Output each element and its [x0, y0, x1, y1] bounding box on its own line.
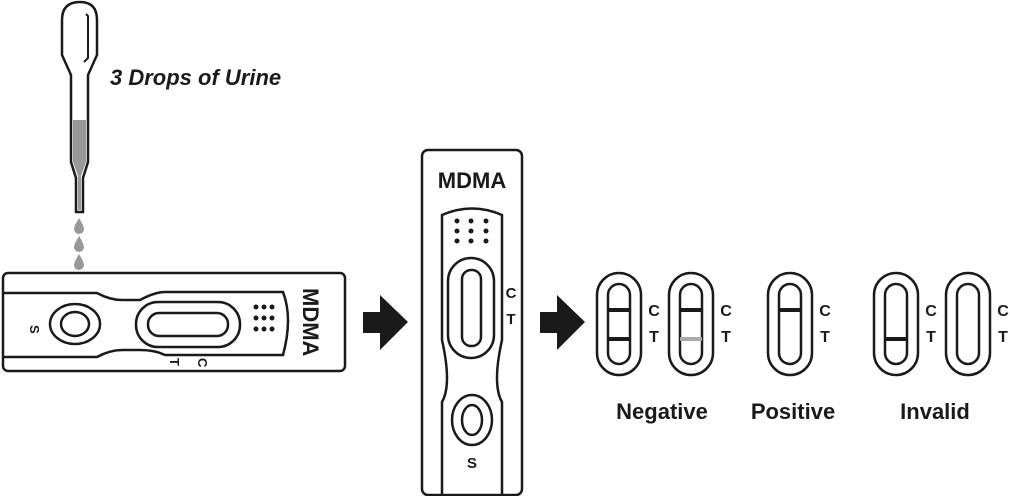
window-outer	[595, 271, 643, 377]
result-label-positive: Positive	[751, 399, 835, 424]
window-test-label: T	[820, 329, 830, 346]
cassette-vertical	[420, 148, 524, 496]
window-test-label: T	[926, 329, 936, 346]
arrow-right-icon	[363, 295, 408, 350]
cassette-h-brand: MDMA	[298, 288, 323, 357]
window-outer	[944, 271, 992, 377]
cassette-v-control-label: C	[506, 285, 517, 302]
window-inner	[955, 282, 981, 366]
test-line	[608, 337, 630, 341]
result-window-positive: CT	[766, 271, 831, 377]
cassette-h-control-label: C	[195, 358, 210, 368]
window-test-label: T	[998, 329, 1008, 346]
test-line	[885, 337, 907, 341]
result-window-invalid: CT	[944, 271, 1009, 377]
cassette-h-sample-label: S	[27, 325, 42, 334]
result-window-invalid: CT	[872, 271, 937, 377]
window-control-label: C	[997, 303, 1009, 320]
window-test-label: T	[649, 329, 659, 346]
window-outer	[667, 271, 715, 377]
window-test-label: T	[721, 329, 731, 346]
result-label-negative: Negative	[616, 399, 708, 424]
reagent-dots-vertical	[454, 218, 489, 244]
window-inner	[777, 282, 803, 366]
window-inner	[606, 282, 632, 366]
reagent-dots	[253, 304, 275, 332]
control-line	[779, 308, 801, 312]
control-line	[680, 308, 702, 312]
result-window-negative: CT	[667, 271, 732, 377]
control-line	[608, 308, 630, 312]
window-inner	[678, 282, 704, 366]
instruction-text: 3 Drops of Urine	[110, 65, 281, 90]
urine-drops	[74, 218, 84, 270]
cassette-h-test-label: T	[167, 358, 182, 366]
cassette-horizontal	[1, 271, 347, 373]
result-label-invalid: Invalid	[900, 399, 970, 424]
result-window-negative: CT	[595, 271, 660, 377]
window-outer	[766, 271, 814, 377]
test-line	[680, 337, 702, 341]
cassette-v-brand: MDMA	[438, 168, 507, 193]
window-control-label: C	[648, 303, 660, 320]
arrow-right-icon	[540, 295, 585, 350]
cassette-v-test-label: T	[506, 311, 515, 328]
window-control-label: C	[925, 303, 937, 320]
cassette-v-sample-label: S	[467, 455, 477, 472]
pipette-icon	[60, 0, 99, 214]
window-control-label: C	[819, 303, 831, 320]
window-inner	[883, 282, 909, 366]
window-outer	[872, 271, 920, 377]
window-control-label: C	[720, 303, 732, 320]
